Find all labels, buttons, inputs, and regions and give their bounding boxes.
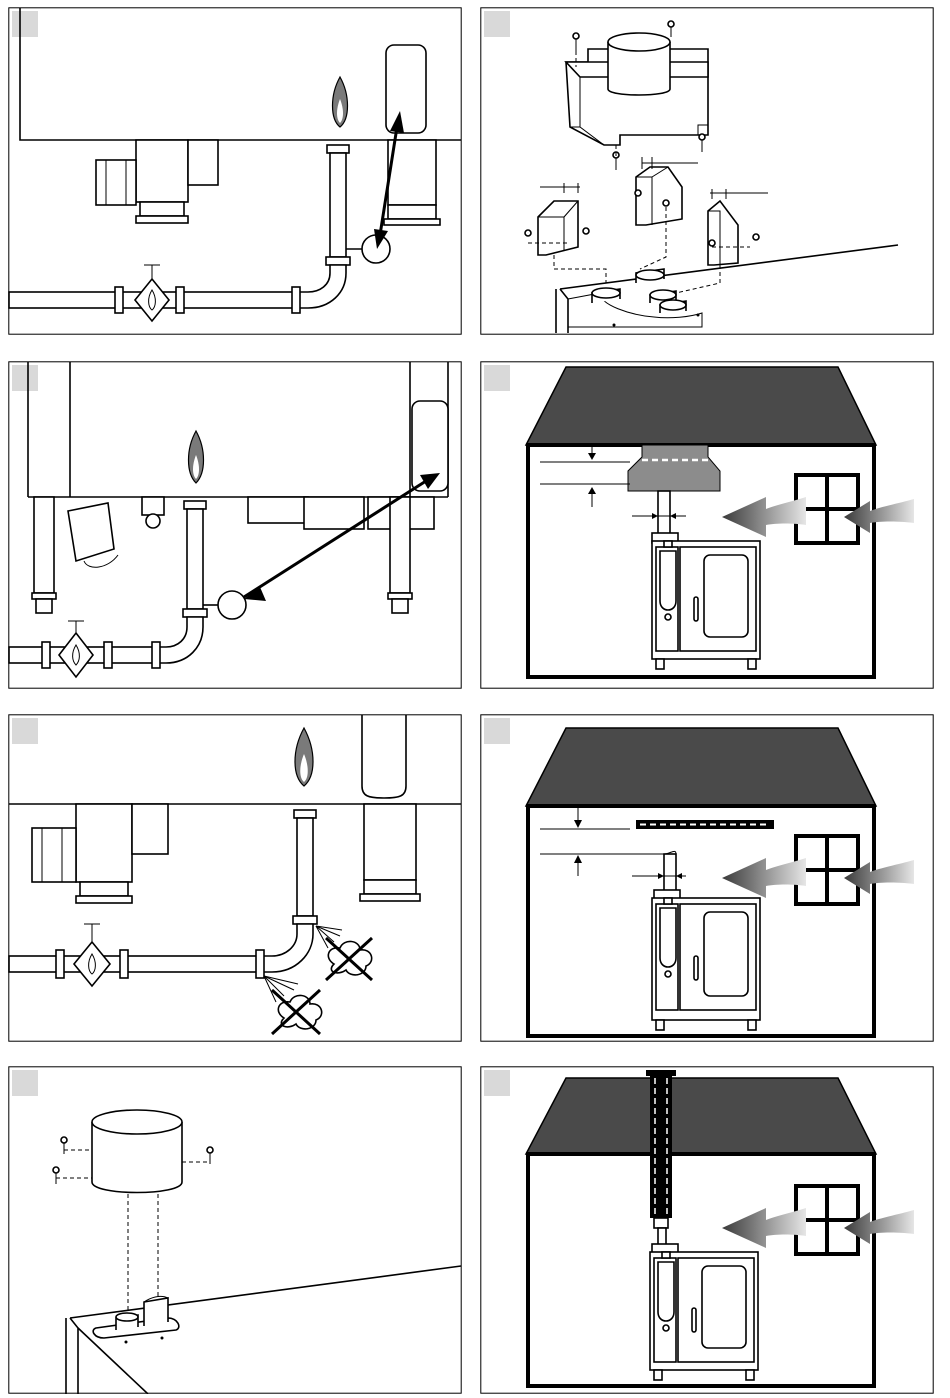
step-badge — [12, 365, 38, 391]
step-badge — [12, 11, 38, 37]
flue-adapter-diagram — [8, 1066, 462, 1394]
airflow-arrow-icon — [722, 858, 806, 898]
panel-leak-check — [8, 714, 462, 1042]
panel-room-chimney — [480, 1066, 934, 1394]
panel-flue-adapter — [8, 1066, 462, 1394]
leak-check-diagram — [8, 714, 462, 1042]
panel-gas-connection-gauge — [8, 7, 462, 335]
gas-connection-gauge-diagram — [8, 7, 462, 335]
no-flame-test-icon — [264, 976, 322, 1034]
step-badge — [484, 1070, 510, 1096]
airflow-arrow-icon — [722, 497, 806, 537]
step-badge — [484, 365, 510, 391]
step-badge — [12, 1070, 38, 1096]
roof — [526, 367, 876, 445]
panel-hood-assembly — [480, 7, 934, 335]
room-ceiling-diagram — [480, 714, 934, 1042]
chimney-flue — [650, 1076, 672, 1218]
hood-assembly-diagram — [480, 7, 934, 335]
roof — [526, 1078, 876, 1154]
roof — [526, 728, 876, 806]
extraction-hood — [628, 445, 720, 491]
pressure-gauge-icon — [218, 591, 246, 619]
room-chimney-diagram — [480, 1066, 934, 1394]
panel-room-hood — [480, 361, 934, 689]
combi-oven — [652, 533, 760, 669]
step-badge — [484, 718, 510, 744]
panel-room-ceiling — [480, 714, 934, 1042]
combi-oven — [650, 1244, 758, 1380]
no-flame-test-icon — [316, 926, 372, 980]
panel-gas-connection-floor — [8, 361, 462, 689]
room-hood-diagram — [480, 361, 934, 689]
airflow-arrow-icon — [722, 1208, 806, 1248]
combi-oven — [652, 890, 760, 1030]
gas-connection-floor-diagram — [8, 361, 462, 689]
step-badge — [12, 718, 38, 744]
step-badge — [484, 11, 510, 37]
pressure-display — [386, 45, 426, 133]
